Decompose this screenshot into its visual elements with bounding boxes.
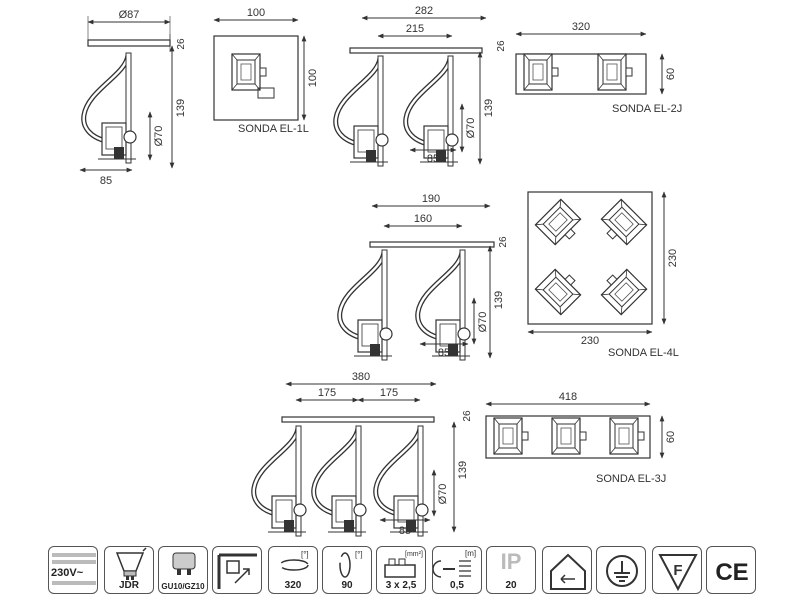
svg-text:60: 60 — [665, 431, 677, 443]
single-side-view: Ø87 26 139 Ø70 85 — [79, 9, 187, 187]
svg-text:175: 175 — [318, 387, 336, 399]
dim-height: 139 — [175, 99, 187, 117]
ip-rating-label: 20 — [505, 580, 517, 591]
terminal-block-label: 3 x 2,5 — [385, 580, 417, 591]
svg-text:282: 282 — [415, 5, 433, 17]
jdr-bulb-icon: JDR — [104, 546, 154, 594]
svg-text:Ø70: Ø70 — [477, 312, 489, 333]
svg-text:418: 418 — [559, 391, 577, 403]
rotation-vertical-label: 90 — [341, 580, 353, 591]
dim-diameter: Ø87 — [119, 9, 140, 21]
rotation-horizontal-icon: [°] 320 — [268, 546, 318, 594]
gu10-label: GU10/GZ10 — [161, 582, 205, 591]
f-mark-icon: F — [652, 546, 702, 594]
terminal-block-icon: [mm²] 3 x 2,5 — [376, 546, 426, 594]
svg-text:Ø70: Ø70 — [437, 484, 449, 505]
svg-text:230: 230 — [667, 249, 679, 267]
indoor-use-icon — [542, 546, 592, 594]
dim-base: 85 — [100, 175, 112, 187]
double-side-view: 282 215 26 139 Ø70 85 — [336, 5, 507, 166]
svg-text:60: 60 — [665, 68, 677, 80]
ceiling-plate — [87, 39, 171, 47]
triple-side-view: 380 175 175 26 139 Ø70 85 — [254, 371, 473, 537]
svg-text:380: 380 — [352, 371, 370, 383]
voltage-label: 230V~ — [51, 567, 84, 579]
svg-text:85: 85 — [438, 347, 450, 359]
svg-text:26: 26 — [496, 40, 507, 52]
dim-lamp: Ø70 — [153, 126, 165, 147]
model-name: SONDA EL-4L — [608, 347, 679, 359]
model-name: SONDA EL-3J — [596, 473, 666, 485]
svg-text:CE: CE — [715, 559, 748, 586]
svg-text:[mm²]: [mm²] — [405, 551, 423, 558]
gu10-socket-icon: GU10/GZ10 — [158, 546, 208, 594]
ip-prefix: IP — [500, 549, 522, 574]
dim-height: 100 — [307, 69, 319, 87]
cable-length-icon: [m] 0,5 — [432, 546, 482, 594]
svg-text:190: 190 — [422, 193, 440, 205]
svg-text:175: 175 — [380, 387, 398, 399]
svg-text:139: 139 — [457, 461, 469, 479]
protection-class-icon — [596, 546, 646, 594]
svg-text:215: 215 — [406, 23, 424, 35]
ip-rating-icon: IP 20 — [486, 546, 536, 594]
jdr-label: JDR — [118, 580, 139, 591]
double-top-view: 320 60 SONDA EL-2J — [515, 21, 682, 115]
cable-length-label: 0,5 — [450, 580, 464, 591]
svg-text:230: 230 — [581, 335, 599, 347]
ce-mark-icon: CE — [706, 546, 756, 594]
single-top-view: 100 100 SONDA EL-1L — [213, 7, 319, 135]
dim-flange: 26 — [176, 38, 187, 50]
svg-text:[m]: [m] — [465, 549, 476, 558]
model-name: SONDA EL-2J — [612, 103, 682, 115]
svg-text:[°]: [°] — [355, 550, 363, 559]
surface-mount-icon — [212, 546, 262, 594]
svg-text:320: 320 — [572, 21, 590, 33]
dim-width: 100 — [247, 7, 265, 19]
rotation-vertical-icon: [°] 90 — [322, 546, 372, 594]
voltage-icon: 230V~ — [48, 546, 98, 594]
svg-text:26: 26 — [462, 410, 473, 422]
svg-text:F: F — [673, 562, 682, 579]
svg-text:85: 85 — [427, 153, 439, 165]
fixture-head — [84, 53, 136, 163]
quad-top-view: 230 230 SONDA EL-4L — [527, 191, 679, 359]
svg-text:Ø70: Ø70 — [465, 118, 477, 139]
svg-text:26: 26 — [498, 236, 509, 248]
model-name: SONDA EL-1L — [238, 123, 309, 135]
svg-text:139: 139 — [493, 291, 505, 309]
svg-text:[°]: [°] — [301, 550, 309, 559]
quad-side-view: 190 160 26 139 Ø70 85 — [340, 193, 509, 360]
svg-text:160: 160 — [414, 213, 432, 225]
triple-top-view: 418 60 SONDA EL-3J — [485, 391, 677, 485]
svg-text:139: 139 — [483, 99, 495, 117]
svg-text:85: 85 — [399, 525, 411, 537]
rotation-horizontal-label: 320 — [284, 580, 302, 591]
